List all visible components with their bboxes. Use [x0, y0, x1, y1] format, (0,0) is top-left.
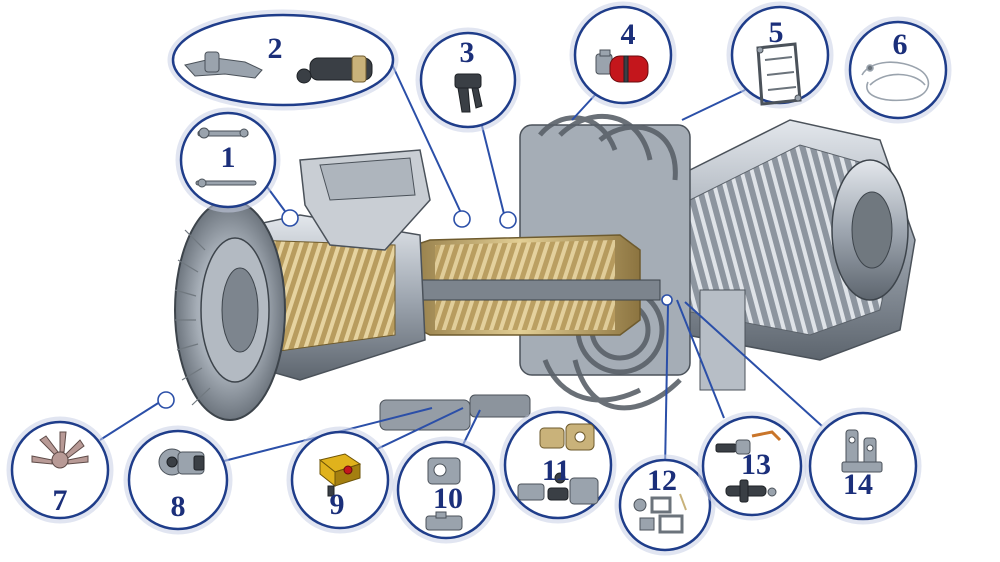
callout-4[interactable]: 4	[569, 1, 677, 109]
callout-number: 2	[268, 32, 283, 65]
callout-number: 14	[843, 468, 873, 501]
callout-6[interactable]: 6	[844, 16, 952, 124]
callout-number: 6	[893, 28, 908, 61]
manifold-part-icon	[841, 429, 883, 473]
wire-harness-part-icon	[861, 61, 930, 102]
bracket-part-icon	[454, 73, 483, 113]
callout-number: 11	[542, 454, 570, 487]
callout-13[interactable]: 13	[697, 411, 807, 521]
callout-9[interactable]: 9	[286, 426, 394, 534]
callout-5[interactable]: 5	[726, 1, 834, 109]
yellow-valve-part-icon	[318, 453, 362, 497]
callout-2[interactable]: 2	[167, 9, 399, 111]
gasket-plates-part-icon	[633, 493, 687, 534]
leader-lines	[99, 59, 823, 471]
callout-number: 1	[221, 141, 236, 174]
callout-12[interactable]: 12	[614, 454, 716, 556]
pump-assembly-part-icon	[517, 423, 599, 505]
gas-turbine-cutaway	[174, 113, 916, 431]
valve-part-icon	[158, 448, 205, 476]
callout-number: 4	[621, 18, 636, 51]
anchor-dot	[281, 209, 299, 227]
shaft-part-icon	[195, 127, 257, 188]
callout-number: 7	[53, 484, 68, 517]
callout-7[interactable]: 7	[6, 416, 114, 524]
frame-part-icon	[756, 42, 802, 106]
callout-number: 13	[741, 448, 771, 481]
callout-1[interactable]: 1	[175, 107, 281, 213]
actuator-part-icon	[184, 51, 373, 84]
callout-number: 12	[647, 464, 677, 497]
anchor-dot	[453, 210, 471, 228]
red-pump-part-icon	[595, 49, 649, 83]
callout-10[interactable]: 10	[392, 436, 500, 544]
callout-8[interactable]: 8	[123, 425, 233, 535]
callout-number: 9	[330, 488, 345, 521]
sensor-part-icon	[715, 430, 782, 503]
housing-part-icon	[425, 457, 463, 531]
callout-3[interactable]: 3	[415, 27, 521, 133]
callout-number: 3	[460, 36, 475, 69]
callout-11[interactable]: 11	[499, 406, 617, 524]
anchor-dot	[661, 294, 673, 306]
anchor-dot	[157, 391, 175, 409]
callout-number: 10	[433, 482, 463, 515]
callout-number: 8	[171, 490, 186, 523]
callout-number: 5	[769, 16, 784, 49]
anchor-dot	[499, 211, 517, 229]
callout-14[interactable]: 14	[804, 407, 922, 525]
fuel-nozzle-part-icon	[31, 431, 89, 469]
